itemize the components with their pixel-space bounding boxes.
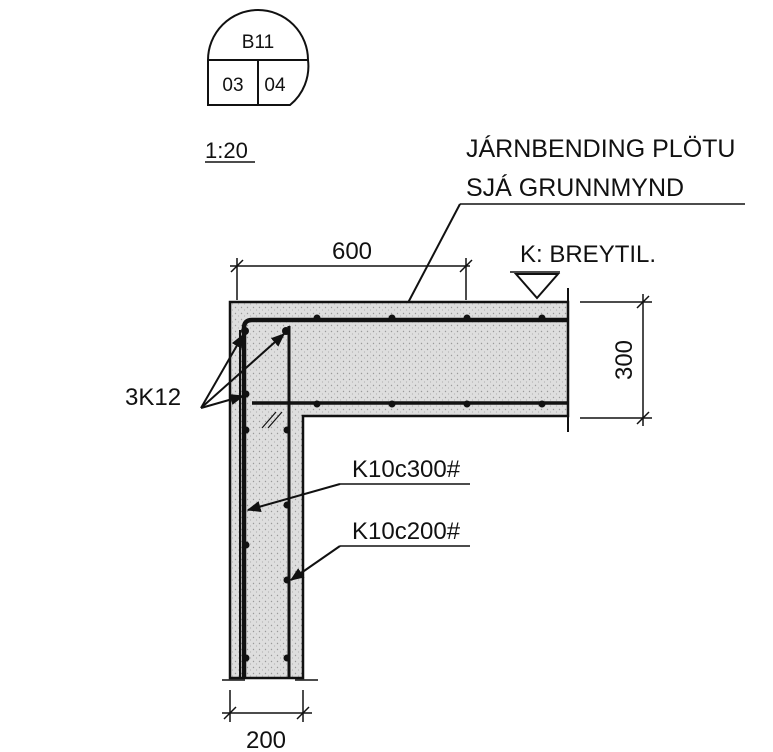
- detail-marker-sheet-left: 03: [222, 75, 243, 96]
- dimension-bottom: [222, 679, 318, 722]
- note-slab-reinforcement: JÁRNBENDING PLÖTU: [466, 134, 735, 163]
- rebar-dot: [388, 314, 396, 322]
- rebar-dot: [388, 400, 396, 408]
- rebar-dot: [313, 314, 321, 322]
- dimension-bottom-value: 200: [246, 727, 286, 752]
- dimension-right-value: 300: [611, 340, 638, 380]
- detail-marker: B11 03 04: [207, 9, 310, 106]
- detail-marker-sheet-right: 04: [264, 75, 286, 96]
- stirrups-outer-label: K10c300#: [352, 456, 461, 483]
- stirrups-outer-leader: [246, 483, 341, 512]
- rebar-dot: [241, 327, 249, 335]
- dimension-right: [580, 294, 652, 426]
- corner-bars-label: 3K12: [125, 384, 181, 411]
- rebar-dot: [283, 576, 291, 584]
- scale-label: 1:20: [205, 138, 248, 163]
- rebar-dot: [242, 390, 250, 398]
- level-mark-triangle: [513, 273, 561, 300]
- rebar-dot: [242, 426, 250, 434]
- rebar-dot: [242, 541, 250, 549]
- rebar-dot: [313, 400, 321, 408]
- rebar-dot: [538, 400, 546, 408]
- dimension-top-value: 600: [332, 238, 372, 265]
- rebar-dot: [282, 327, 290, 335]
- rebar-dot: [463, 314, 471, 322]
- slab-bar-hatch: [261, 411, 277, 429]
- slab-bar-hatch-2: [267, 411, 283, 429]
- note-see-plan: SJÁ GRUNNMYND: [466, 173, 684, 202]
- rebar-dot: [242, 654, 250, 662]
- rebar-dot: [463, 400, 471, 408]
- rebar-dot: [538, 314, 546, 322]
- detail-marker-id: B11: [242, 32, 274, 53]
- stirrups-inner-leader: [289, 545, 341, 581]
- rebar-dot: [283, 426, 291, 434]
- corner-bars-leaders: [200, 333, 286, 409]
- dimension-top: [230, 258, 473, 300]
- rebar-dot: [283, 654, 291, 662]
- concrete-section: [228, 300, 570, 680]
- level-mark-label: K: BREYTIL.: [520, 241, 656, 268]
- stirrups-inner-label: K10c200#: [352, 518, 461, 545]
- note-leader-arrow: [399, 203, 461, 320]
- rebar-dot: [283, 501, 291, 509]
